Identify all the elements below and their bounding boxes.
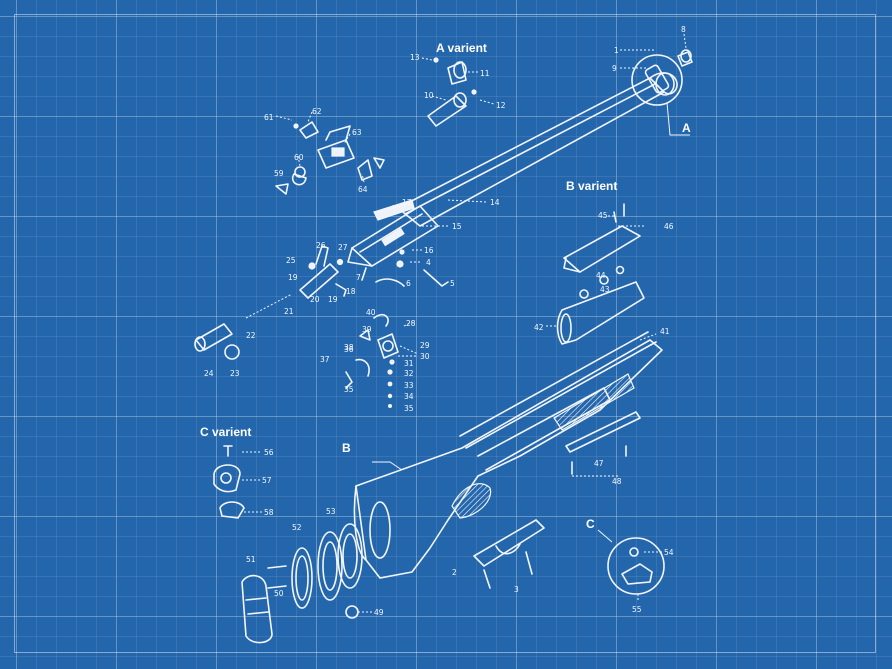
part-label-5: 5	[450, 279, 455, 288]
leader-lines	[242, 33, 687, 613]
part-label-60: 60	[294, 153, 304, 162]
part-label-53: 53	[326, 507, 336, 516]
part-label-58: 58	[264, 508, 274, 517]
part-label-9: 9	[612, 64, 617, 73]
detail-a-label: A	[682, 121, 691, 135]
part-label-24: 24	[204, 369, 214, 378]
small-parts-4-7	[361, 249, 449, 287]
part-label-19a: 19	[288, 273, 298, 282]
part-label-62: 62	[312, 107, 322, 116]
part-label-35a: 35	[404, 404, 414, 413]
part-label-10: 10	[424, 91, 434, 100]
part-label-27: 27	[338, 243, 348, 252]
part-label-14: 14	[490, 198, 500, 207]
part-17	[373, 199, 415, 221]
part-label-38: 38	[344, 343, 354, 352]
part-label-37: 37	[320, 355, 330, 364]
part-label-19b: 19	[328, 295, 338, 304]
part-label-34: 34	[404, 392, 414, 401]
trigger-guard	[473, 519, 545, 589]
part-label-35b: 35	[344, 385, 354, 394]
part-label-39: 39	[362, 325, 372, 334]
part-label-31: 31	[404, 359, 414, 368]
part-label-56: 56	[264, 448, 274, 457]
blueprint-frame	[14, 14, 876, 653]
section-labels: A varient B varient C varient A B C	[200, 41, 691, 531]
part-label-18: 18	[346, 287, 356, 296]
part-label-25: 25	[286, 256, 296, 265]
part-label-45: 45	[598, 211, 608, 220]
part-label-50: 50	[274, 589, 284, 598]
part-label-26: 26	[316, 241, 326, 250]
part-label-22: 22	[246, 331, 256, 340]
part-label-6: 6	[406, 279, 411, 288]
c-variant-title: C varient	[200, 425, 251, 439]
b-variant-parts	[556, 203, 645, 345]
part-label-63: 63	[352, 128, 362, 137]
part-label-12: 12	[496, 101, 506, 110]
part-label-52: 52	[292, 523, 302, 532]
butt-plate-group	[241, 523, 363, 644]
part-label-29: 29	[420, 341, 430, 350]
part-label-61: 61	[264, 113, 274, 122]
part-label-48: 48	[612, 477, 622, 486]
detail-c-callout	[597, 529, 665, 595]
part-label-32: 32	[404, 369, 414, 378]
part-label-49: 49	[374, 608, 384, 617]
a-variant-title: A varient	[436, 41, 487, 55]
part-number-labels: 1 2 3 4 5 6 7 8 9 10 11 12 13 14 15 16 1…	[204, 25, 686, 617]
part-label-64: 64	[358, 185, 368, 194]
detail-c-label: C	[586, 517, 595, 531]
part-label-51: 51	[246, 555, 256, 564]
part-label-20: 20	[310, 295, 320, 304]
b-variant-title: B varient	[566, 179, 617, 193]
part-label-4: 4	[426, 258, 431, 267]
detail-a-callout	[631, 49, 693, 136]
part-label-41: 41	[660, 327, 670, 336]
part-label-7: 7	[356, 273, 361, 282]
part-label-17: 17	[402, 198, 412, 207]
a-variant-parts	[427, 57, 477, 127]
part-label-59: 59	[274, 169, 284, 178]
rear-sight-parts	[275, 121, 385, 195]
part-label-1: 1	[614, 46, 619, 55]
part-label-3: 3	[514, 585, 519, 594]
part-label-23: 23	[230, 369, 240, 378]
part-label-57: 57	[262, 476, 272, 485]
detail-b-label: B	[342, 441, 351, 455]
part-label-43: 43	[600, 285, 610, 294]
part-label-46: 46	[664, 222, 674, 231]
part-label-36: 36	[344, 345, 354, 354]
part-label-16: 16	[424, 246, 434, 255]
rail-47	[565, 411, 641, 477]
part-label-13: 13	[410, 53, 420, 62]
part-label-2: 2	[452, 568, 457, 577]
part-label-15: 15	[452, 222, 462, 231]
barrel	[397, 72, 678, 227]
part-label-21: 21	[284, 307, 294, 316]
part-label-30: 30	[420, 352, 430, 361]
part-label-47: 47	[594, 459, 604, 468]
part-label-28: 28	[406, 319, 416, 328]
part-label-55: 55	[632, 605, 642, 614]
part-label-44: 44	[596, 271, 606, 280]
part-label-8: 8	[681, 25, 686, 34]
trigger-group	[345, 313, 399, 409]
part-label-40: 40	[366, 308, 376, 317]
part-label-11: 11	[480, 69, 490, 78]
part-label-33: 33	[404, 381, 414, 390]
c-variant-parts	[213, 445, 245, 519]
stock	[353, 331, 663, 579]
part-label-54: 54	[664, 548, 674, 557]
part-label-42: 42	[534, 323, 544, 332]
lever-group	[194, 245, 347, 360]
